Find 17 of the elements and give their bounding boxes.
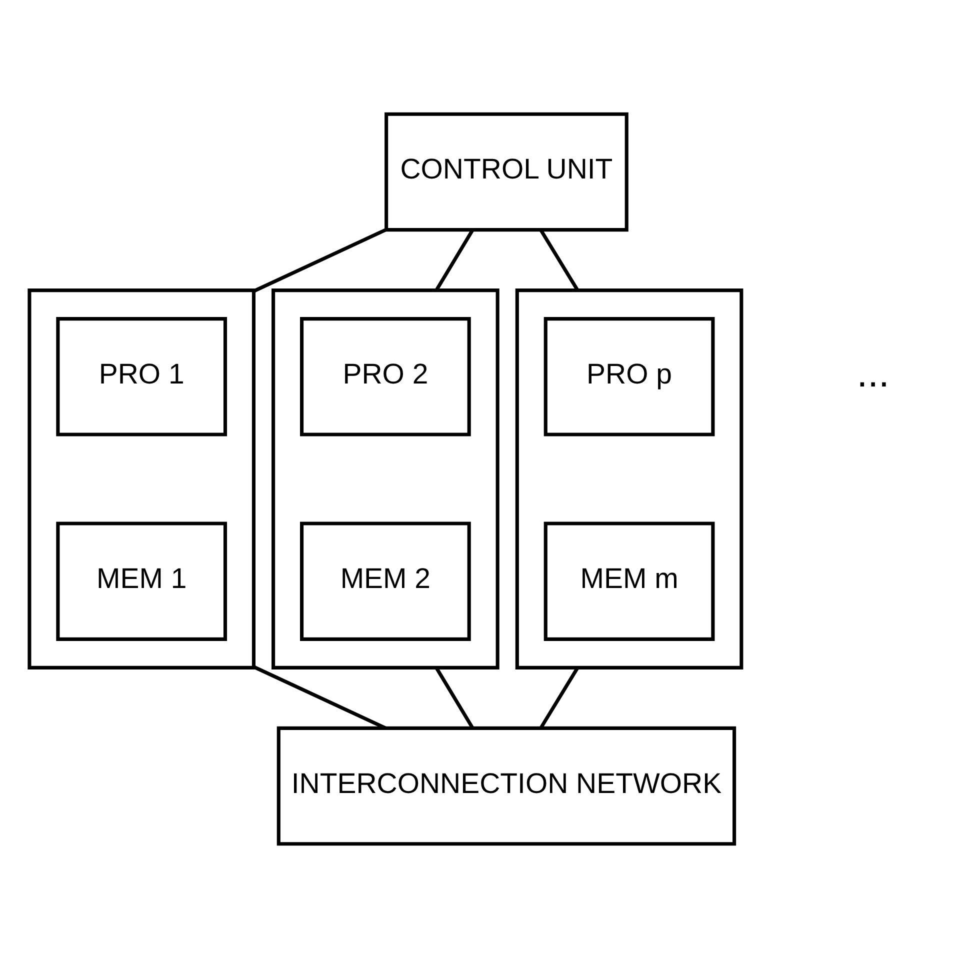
connector — [434, 229, 474, 292]
connector — [434, 666, 474, 730]
node-box: MEM 2 — [300, 522, 471, 641]
cluster — [272, 288, 500, 670]
node-box: PRO p — [544, 317, 715, 436]
node-box: PRO 2 — [300, 317, 471, 436]
node-box: INTERCONNECTION NETWORK — [276, 726, 736, 846]
node-box: PRO 1 — [56, 317, 228, 436]
cluster — [28, 288, 256, 670]
connector — [252, 228, 387, 294]
connector — [539, 229, 580, 292]
label: ... — [856, 352, 890, 396]
node-box: MEM 1 — [56, 522, 228, 641]
cluster — [515, 288, 744, 670]
node-box: CONTROL UNIT — [384, 112, 628, 232]
connector — [539, 666, 580, 730]
node-box: MEM m — [544, 522, 715, 641]
